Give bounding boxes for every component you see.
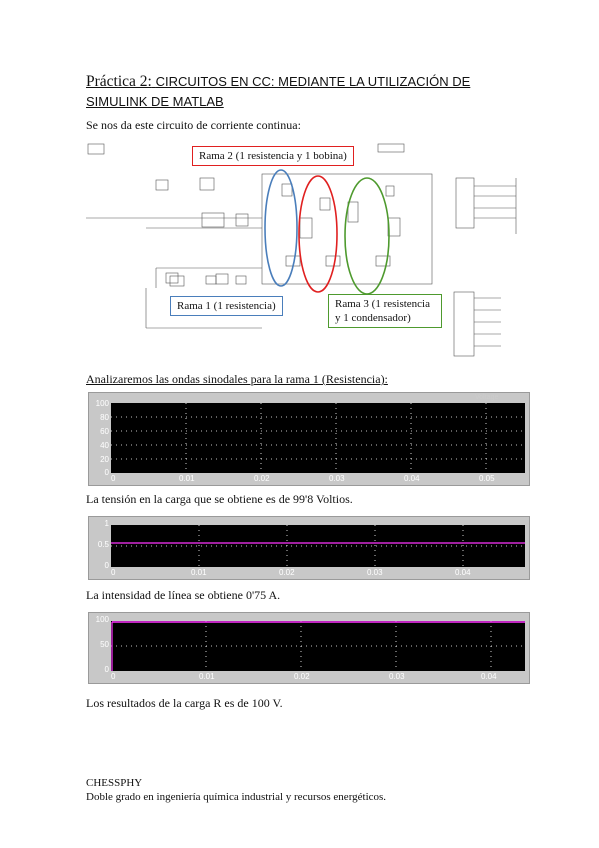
scope-current-plot xyxy=(111,525,525,567)
footer-degree: Doble grado en ingeniería química indust… xyxy=(86,791,387,803)
scope-current: 1 0.5 0 0 0.01 0.02 0.03 0.04 xyxy=(88,516,530,580)
s3-ytick: 50 xyxy=(100,640,109,649)
s1-xtick: 0.03 xyxy=(329,474,345,483)
s3-xtick: 0.03 xyxy=(389,672,405,681)
s3-xtick: 0.04 xyxy=(481,672,497,681)
s3-xtick: 0 xyxy=(111,672,116,681)
simulink-schematic xyxy=(86,143,517,357)
s1-ytick: 40 xyxy=(100,441,109,450)
scope-current-svg xyxy=(111,525,525,567)
rama3-label: Rama 3 (1 resistencia y 1 condensador) xyxy=(328,294,442,328)
scope-voltage-svg xyxy=(111,403,525,473)
rama1-ellipse xyxy=(264,169,298,287)
scope-voltage-legend: Voltage xyxy=(475,394,499,401)
s1-ytick: 100 xyxy=(95,399,109,408)
scope-load-svg xyxy=(111,621,525,671)
title-lead: Práctica 2: xyxy=(86,73,152,90)
scope-voltage: Voltage 100 80 60 40 20 0 0 0.01 0.02 0.… xyxy=(88,392,530,486)
s2-xtick: 0.03 xyxy=(367,568,383,577)
footer-author: CHESSPHY xyxy=(86,777,143,789)
s2-xtick: 0.02 xyxy=(279,568,295,577)
load-result-text: Los resultados de la carga R es de 100 V… xyxy=(86,696,283,710)
s1-ytick: 0 xyxy=(104,468,109,477)
scope-voltage-plot xyxy=(111,403,525,473)
s1-xtick: 0.05 xyxy=(479,474,495,483)
s1-xtick: 0 xyxy=(111,474,116,483)
voltage-result-text: La tensión en la carga que se obtiene es… xyxy=(86,492,353,506)
s1-xtick: 0.02 xyxy=(254,474,270,483)
title-rest: CIRCUITOS EN CC: MEDIANTE LA UTILIZACIÓN… xyxy=(86,74,471,109)
scope-load-plot xyxy=(111,621,525,671)
s1-ytick: 80 xyxy=(100,413,109,422)
rama2-ellipse xyxy=(298,175,338,293)
rama3-ellipse xyxy=(344,177,390,295)
s1-ytick: 60 xyxy=(100,427,109,436)
s2-xtick: 0.04 xyxy=(455,568,471,577)
page-title: Práctica 2: CIRCUITOS EN CC: MEDIANTE LA… xyxy=(86,72,516,112)
s2-ytick: 1 xyxy=(104,519,109,528)
rama2-label: Rama 2 (1 resistencia y 1 bobina) xyxy=(192,146,354,166)
rama1-label: Rama 1 (1 resistencia) xyxy=(170,296,283,316)
s1-xtick: 0.04 xyxy=(404,474,420,483)
s2-xtick: 0.01 xyxy=(191,568,207,577)
s1-ytick: 20 xyxy=(100,455,109,464)
s2-ytick: 0.5 xyxy=(97,540,109,549)
circuit-diagram: Rama 2 (1 resistencia y 1 bobina) Rama 1… xyxy=(86,138,526,366)
scope-load: 100 50 0 0 0.01 0.02 0.03 0.04 xyxy=(88,612,530,684)
section-title: Analizaremos las ondas sinodales para la… xyxy=(86,372,388,386)
s3-xtick: 0.02 xyxy=(294,672,310,681)
current-result-text: La intensidad de línea se obtiene 0'75 A… xyxy=(86,588,281,602)
s2-xtick: 0 xyxy=(111,568,116,577)
s3-xtick: 0.01 xyxy=(199,672,215,681)
s2-ytick: 0 xyxy=(104,561,109,570)
s3-ytick: 0 xyxy=(104,665,109,674)
s3-ytick: 100 xyxy=(95,615,109,624)
s1-xtick: 0.01 xyxy=(179,474,195,483)
intro-text: Se nos da este circuito de corriente con… xyxy=(86,118,301,132)
